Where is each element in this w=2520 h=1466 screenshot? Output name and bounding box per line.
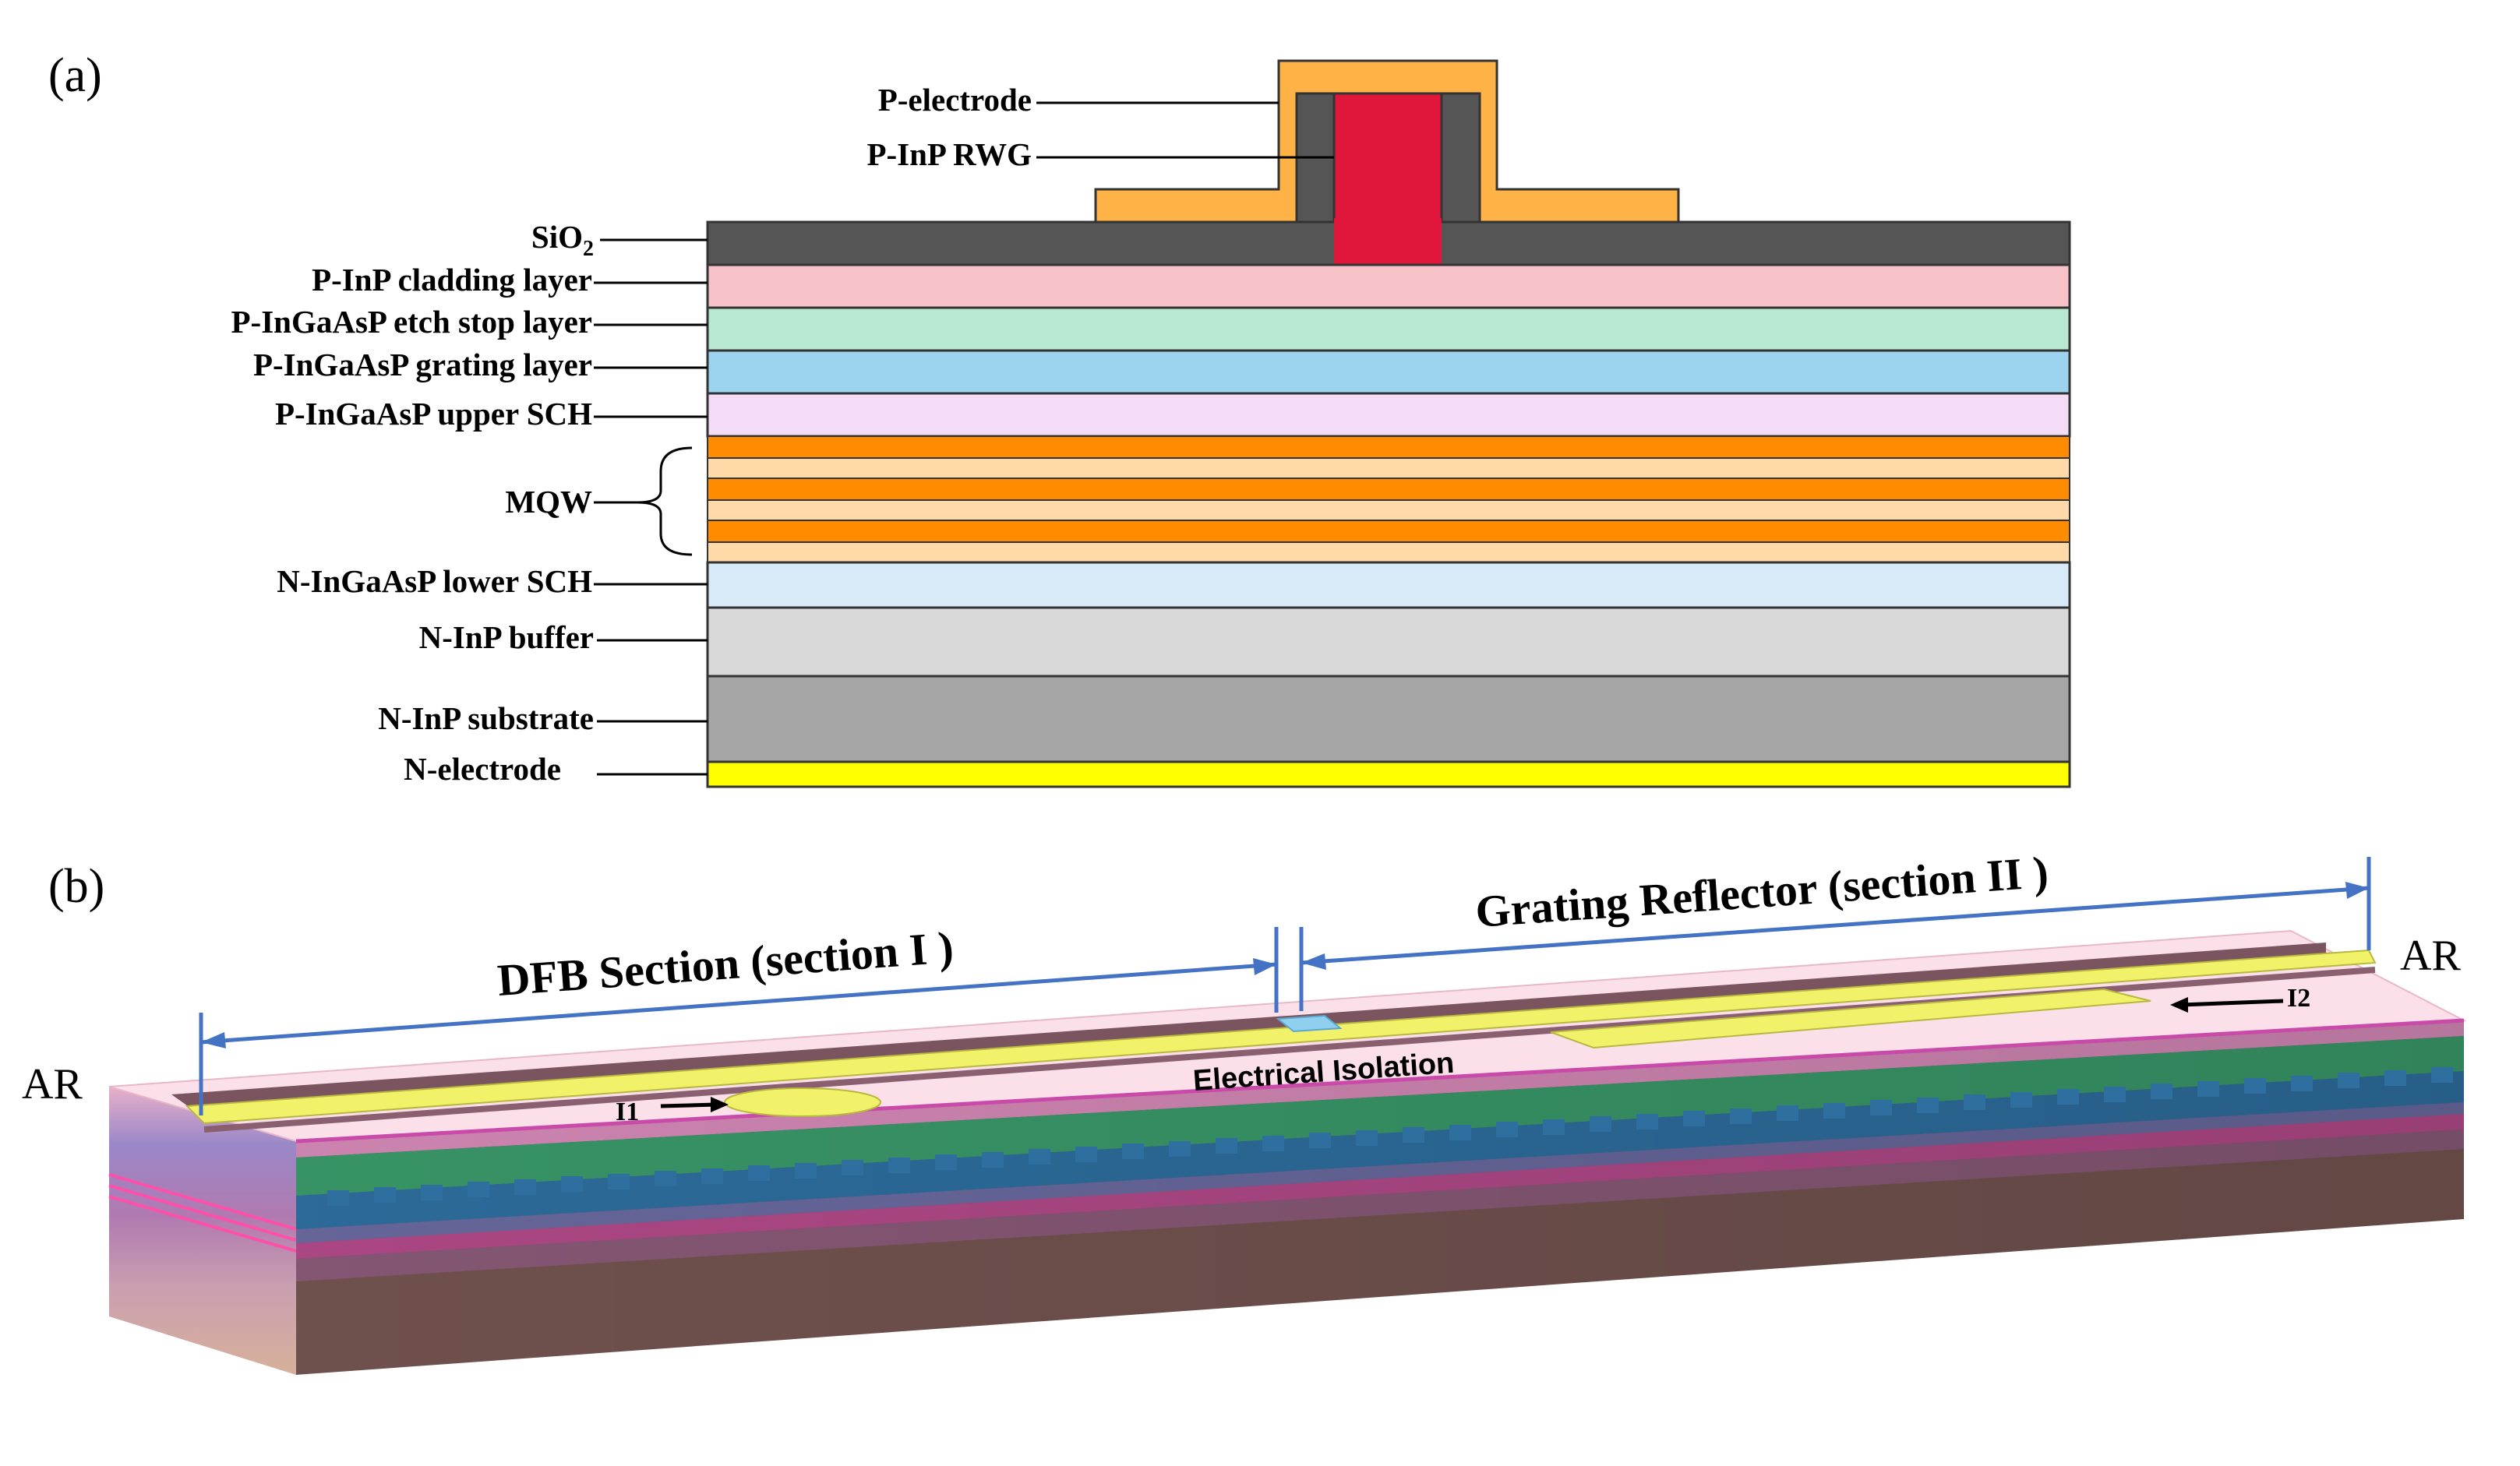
mqw-stack [707, 435, 2070, 563]
label-n-inp-substrate: N-InP substrate [378, 700, 594, 736]
p-inp-rwg-core [1334, 218, 1442, 265]
label-ar-right: AR [2400, 932, 2461, 980]
label-p-ingaasp-etch-stop: P-InGaAsP etch stop layer [231, 304, 593, 340]
panel-b: (b) [22, 847, 2467, 1375]
panel-a: (a) P-electrode [48, 49, 2071, 788]
label-i1: I1 [616, 1098, 639, 1126]
label-p-inp-rwg: P-InP RWG [866, 136, 1032, 172]
p-inp-cladding-layer [706, 263, 2071, 309]
n-electrode [706, 760, 2071, 788]
mqw-brace [637, 446, 693, 556]
current-arrows [660, 997, 2284, 1112]
n-inp-substrate [706, 675, 2071, 763]
electrical-isolation-gap [1276, 1014, 1343, 1033]
label-n-electrode: N-electrode [404, 751, 561, 787]
panel-a-labels: P-electrode P-InP RWG SiO2 P-InP claddin… [231, 82, 1334, 787]
grating-teeth [327, 1067, 2453, 1206]
panel-b-tag: (b) [48, 860, 104, 913]
contact-pad-i1 [724, 1087, 881, 1117]
label-grating-reflector: Grating Reflector (section II ) [1474, 847, 2049, 937]
ridge-top-electrode [185, 949, 2377, 1125]
label-ar-left: AR [22, 1060, 83, 1108]
label-n-ingaasp-lower-sch: N-InGaAsP lower SCH [277, 563, 592, 599]
p-ingaasp-etch-stop-layer [706, 306, 2071, 352]
panel-a-tag: (a) [48, 49, 102, 102]
contact-pad-i2 [1550, 988, 2151, 1049]
device-side-face [109, 1087, 296, 1375]
label-p-ingaasp-upper-sch: P-InGaAsP upper SCH [275, 396, 592, 432]
p-ingaasp-upper-sch [706, 392, 2071, 438]
label-p-ingaasp-grating: P-InGaAsP grating layer [253, 347, 592, 382]
top-edge-line [295, 1018, 2465, 1144]
label-i2: I2 [2287, 984, 2310, 1013]
label-mqw: MQW [505, 484, 592, 520]
label-sio2: SiO2 [531, 219, 594, 261]
label-p-electrode: P-electrode [878, 82, 1032, 118]
dimension-lines [199, 857, 2371, 1115]
side-face-stripes [108, 1173, 297, 1253]
label-n-inp-buffer: N-InP buffer [419, 619, 594, 655]
n-inp-buffer [706, 606, 2071, 678]
p-ingaasp-grating-layer [706, 349, 2071, 395]
label-p-inp-cladding: P-InP cladding layer [312, 262, 592, 298]
n-ingaasp-lower-sch [706, 561, 2071, 609]
